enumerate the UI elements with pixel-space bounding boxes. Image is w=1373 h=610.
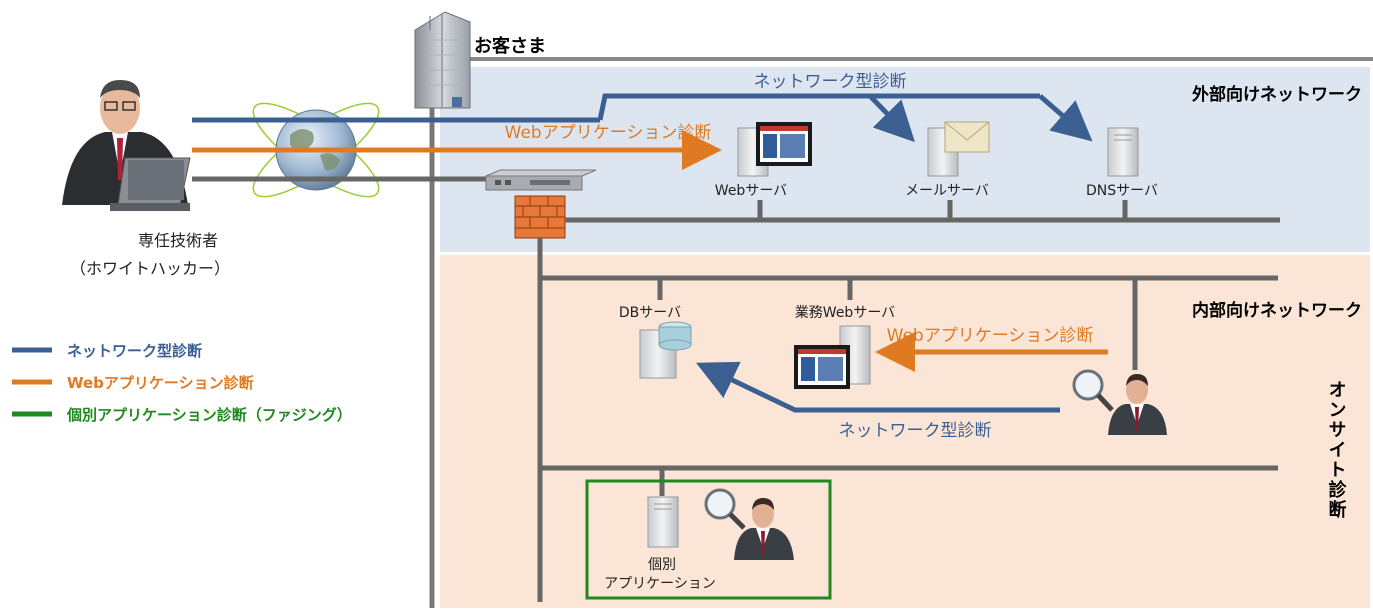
web-diagnosis-label-internal: Webアプリケーション診断: [887, 326, 1094, 346]
db-server-icon: [639, 321, 692, 379]
network-diagnosis-path-internal: [695, 361, 1060, 413]
internal-network-zone: [440, 255, 1370, 608]
legend-label-fuzzing: 個別アプリケーション診断（ファジング）: [66, 406, 352, 424]
network-diagnosis-path-top: [597, 93, 1040, 121]
business-web-server-icon: [794, 325, 871, 389]
onsite-diagnosis-label: オンサイト診断: [1326, 380, 1347, 520]
legend-label-network: ネットワーク型診断: [67, 342, 202, 360]
network-diagnosis-label-top: ネットワーク型診断: [754, 72, 907, 92]
web-diagnosis-label-top: Webアプリケーション診断: [505, 123, 712, 143]
web-server-label: Webサーバ: [715, 183, 787, 199]
individual-app-server-icon: [647, 496, 679, 548]
onsite-analyst-icon: [1072, 369, 1167, 435]
dns-server-label: DNSサーバ: [1086, 183, 1158, 199]
customer-title: お客さま: [474, 35, 546, 57]
fuzzing-analyst-icon: [704, 488, 794, 560]
mail-server-label: メールサーバ: [905, 183, 989, 199]
legend-label-web: Webアプリケーション診断: [67, 374, 254, 392]
network-to-mail-arrow: [868, 94, 915, 143]
individual-app-label-line1: 個別: [648, 557, 676, 573]
legend: ネットワーク型診断 Webアプリケーション診断 個別アプリケーション診断（ファジ…: [12, 342, 352, 424]
external-network-label: 外部向けネットワーク: [1192, 84, 1362, 105]
building-icon: [414, 11, 471, 109]
web-server-icon: [737, 122, 812, 177]
dns-server-icon: [1107, 127, 1139, 177]
mail-server-icon: [927, 121, 990, 177]
fuzzing-highlight-box: [585, 479, 832, 600]
firewall-icon: [514, 195, 566, 239]
router-icon: [485, 169, 597, 191]
engineer-label-line2: （ホワイトハッカー）: [70, 259, 230, 278]
internal-network-label: 内部向けネットワーク: [1192, 300, 1362, 321]
engineer-label-line1: 専任技術者: [138, 231, 218, 250]
network-diagnosis-label-internal: ネットワーク型診断: [839, 421, 992, 441]
business-web-server-label: 業務Webサーバ: [795, 305, 895, 321]
individual-app-label-line2: アプリケーション: [604, 576, 716, 592]
db-server-label: DBサーバ: [619, 305, 681, 321]
svg-text:オンサイト診断: オンサイト診断: [1326, 380, 1347, 520]
white-hacker-engineer-icon: [62, 80, 191, 211]
network-to-dns-arrow: [1038, 94, 1093, 142]
